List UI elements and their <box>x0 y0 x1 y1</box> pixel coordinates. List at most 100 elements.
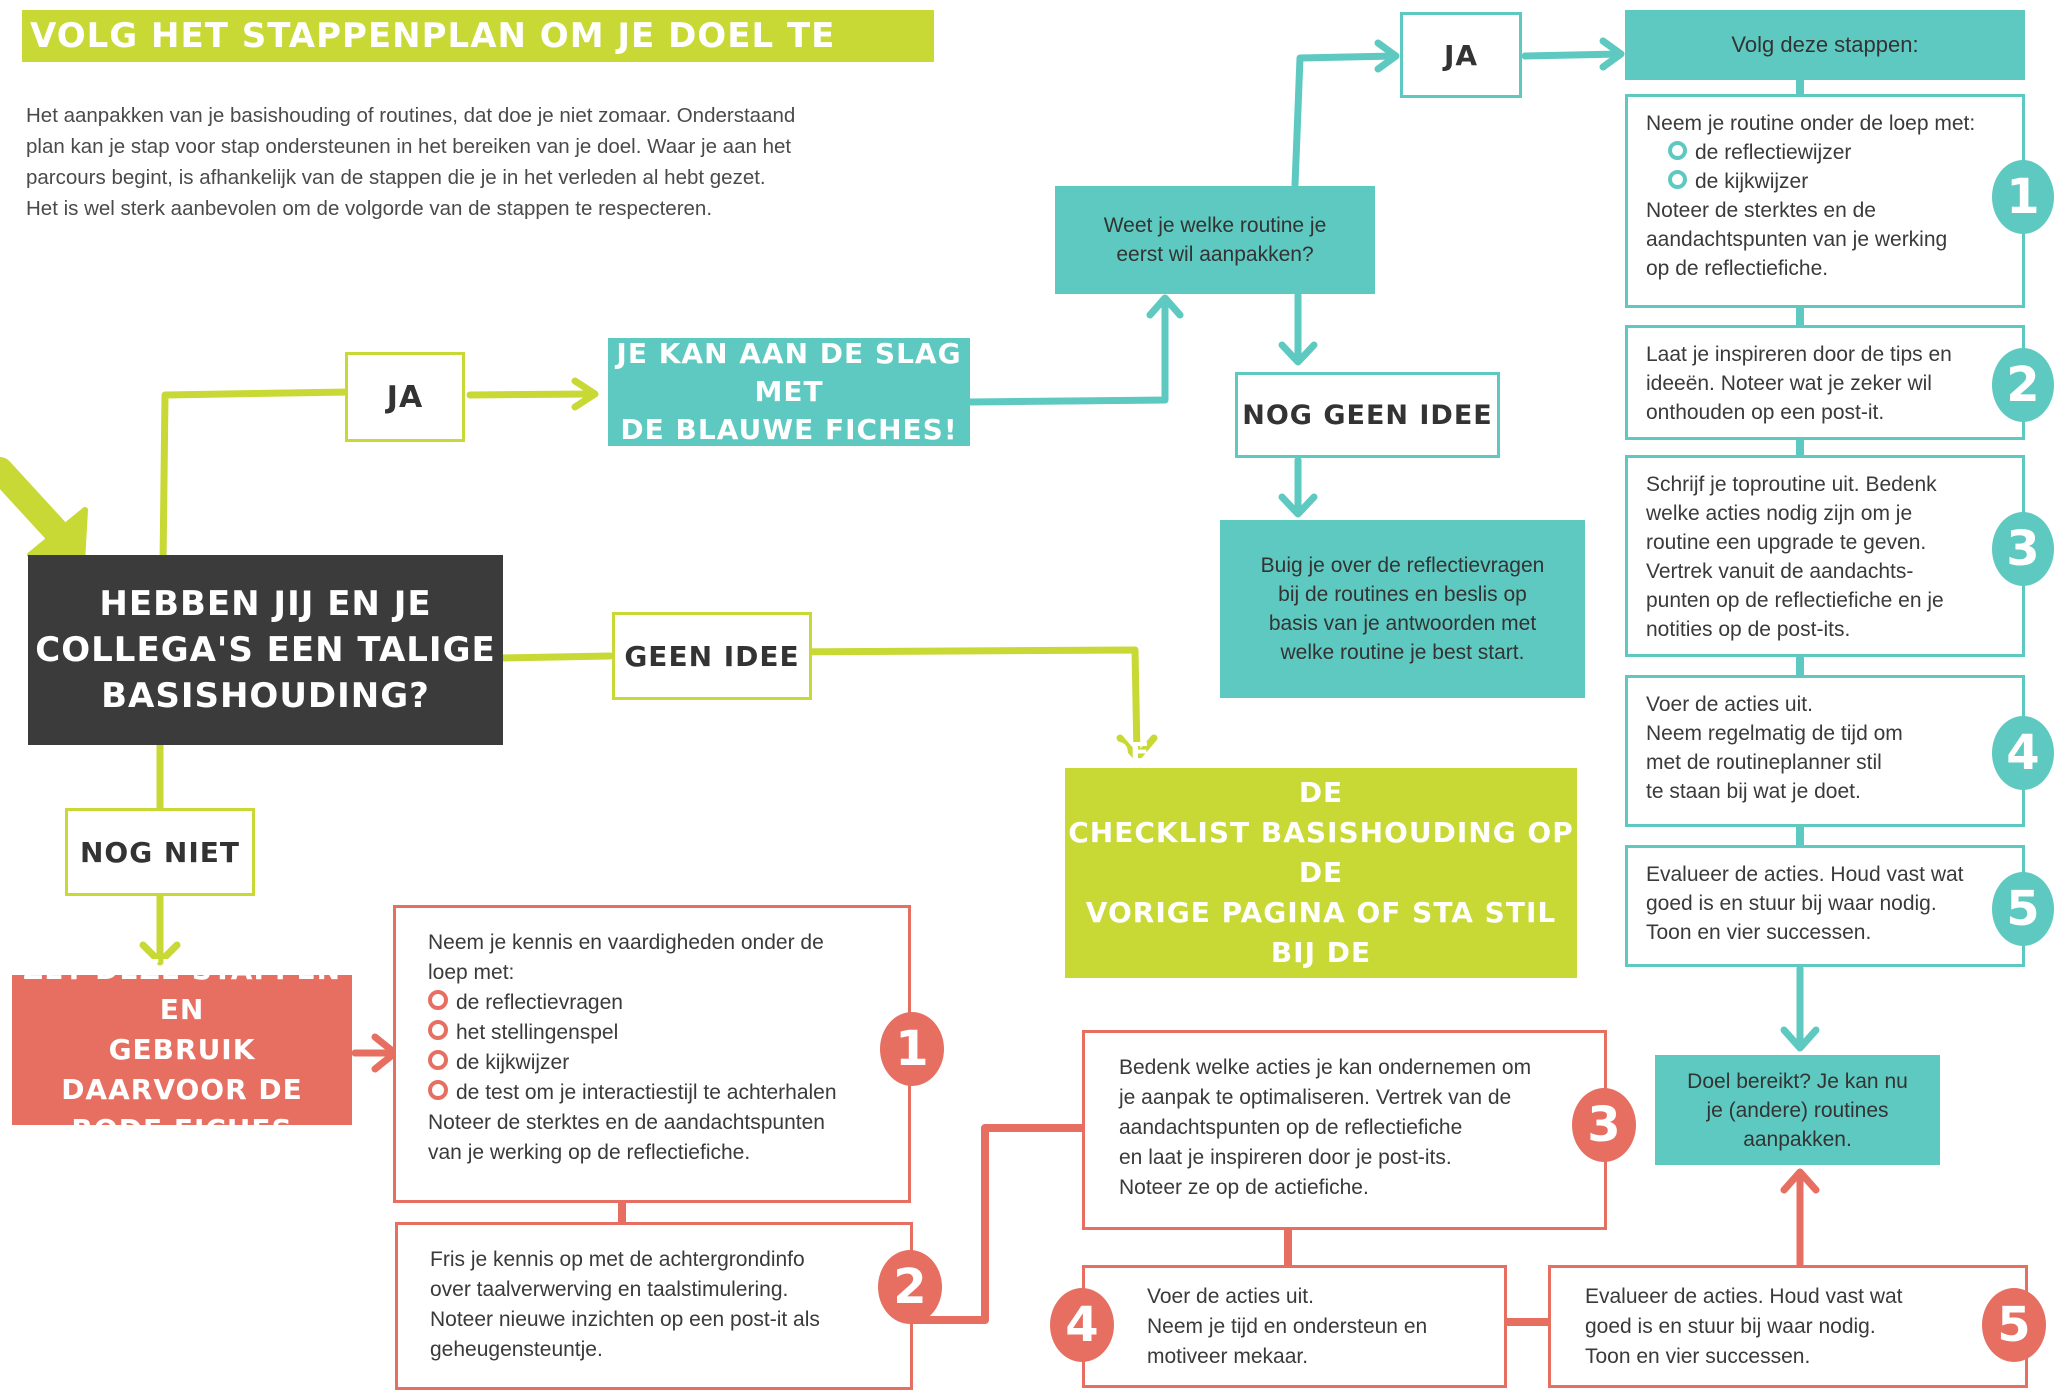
bullet-text: de kijkwijzer <box>1695 170 1809 193</box>
red-step-5: Evalueer de acties. Houd vast wat goed i… <box>1548 1265 2028 1388</box>
bullet-icon <box>428 1050 448 1070</box>
teal-step-2-line: onthouden op een post-it. <box>1646 401 1885 424</box>
red-step-1-intro: Neem je kennis en vaardigheden onder de <box>428 931 824 954</box>
teal-step-number-2: 2 <box>1992 348 2054 422</box>
teal-step-5-line: Evalueer de acties. Houd vast wat <box>1646 863 1964 886</box>
red-step-5-line: goed is en stuur bij waar nodig. <box>1585 1315 1876 1338</box>
red-step-3-line: je aanpak te optimaliseren. Vertrek van … <box>1119 1086 1512 1109</box>
step-number-2: 2 <box>878 1250 942 1324</box>
step-number-3: 3 <box>1572 1088 1636 1162</box>
red-step-3-line: Noteer ze op de actiefiche. <box>1119 1176 1369 1199</box>
red-step-2-line: Noteer nieuwe inzichten op een post-it a… <box>430 1308 820 1331</box>
check-line: DOE EEN SNELLE CHECK MET DE <box>1081 736 1561 809</box>
teal-step-5: Evalueer de acties. Houd vast wat goed i… <box>1625 845 2025 967</box>
answer-nog-niet: NOG NIET <box>65 808 255 896</box>
teal-step-2-line: ideeën. Noteer wat je zeker wil <box>1646 372 1932 395</box>
teal-step-2-line: Laat je inspireren door de tips en <box>1646 343 1952 366</box>
bullet-icon <box>428 1080 448 1100</box>
red-step-2: Fris je kennis op met de achtergrondinfo… <box>395 1222 913 1390</box>
intro-line: parcours begint, is afhankelijk van de s… <box>26 166 766 189</box>
red-step-1-outro: Noteer de sterktes en de aandachtspunten <box>428 1111 825 1134</box>
buig-line: basis van je antwoorden met <box>1268 612 1537 635</box>
red-step-2-line: over taalverwerving en taalstimulering. <box>430 1278 789 1301</box>
goal-line: aanpakken. <box>1743 1127 1852 1151</box>
teal-step-5-line: Toon en vier successen. <box>1646 921 1872 944</box>
bullet-icon <box>428 1020 448 1040</box>
bullet-item: de kijkwijzer <box>428 1048 882 1078</box>
start-question: HEBBEN JIJ EN JE COLLEGA'S EEN TALIGE BA… <box>28 555 503 745</box>
buig-line: bij de routines en beslis op <box>1278 583 1527 606</box>
intro-line: Het is wel sterk aanbevolen om de volgor… <box>26 197 713 220</box>
intro-line: Het aanpakken van je basishouding of rou… <box>26 104 796 127</box>
teal-step-number-5: 5 <box>1992 872 2054 946</box>
bullet-item: het stellingenspel <box>428 1018 882 1048</box>
red-step-1-intro2: loep met: <box>428 961 515 984</box>
answer-nog-geen-idee: NOG GEEN IDEE <box>1235 372 1500 458</box>
rode-fiches-box: ZET DEZE STAPPEN EN GEBRUIK DAARVOOR DE … <box>12 953 352 1146</box>
red-step-5-line: Toon en vier successen. <box>1585 1345 1811 1368</box>
check-line: VORIGE PAGINA OF STA STIL BIJ DE <box>1085 896 1557 969</box>
answer-ja-2: JA <box>1400 12 1522 98</box>
teal-step-4-line: Neem regelmatig de tijd om <box>1646 722 1903 745</box>
goal-line: Doel bereikt? Je kan nu <box>1687 1069 1908 1093</box>
buig-line: welke routine je best start. <box>1280 641 1525 664</box>
weet-line: eerst wil aanpakken? <box>1116 243 1314 266</box>
step-number-5: 5 <box>1982 1288 2046 1362</box>
rode-line: GEBRUIK DAARVOOR DE <box>61 1033 303 1106</box>
red-step-4: Voer de acties uit. Neem je tijd en onde… <box>1082 1265 1507 1388</box>
bullet-item: de reflectiewijzer <box>1646 138 2004 167</box>
step-number-4: 4 <box>1050 1288 1114 1362</box>
teal-step-4-line: Voer de acties uit. <box>1646 693 1813 716</box>
red-step-4-line: Neem je tijd en ondersteun en <box>1147 1315 1428 1338</box>
bullet-text: de kijkwijzer <box>456 1051 570 1074</box>
bullet-text: het stellingenspel <box>456 1021 619 1044</box>
bullet-text: de reflectievragen <box>456 991 623 1014</box>
teal-step-3-line: Schrijf je toproutine uit. Bedenk <box>1646 473 1937 496</box>
teal-step-2: Laat je inspireren door de tips en ideeë… <box>1625 325 2025 440</box>
check-box: DOE EEN SNELLE CHECK MET DE CHECKLIST BA… <box>1065 736 1577 1009</box>
bullet-item: de kijkwijzer <box>1646 167 2004 196</box>
blue-fiches-box: JE KAN AAN DE SLAG MET DE BLAUWE FICHES! <box>608 337 970 446</box>
bullet-item: de test om je interactiestijl te achterh… <box>428 1078 882 1108</box>
step-number-1: 1 <box>880 1012 944 1086</box>
intro-text: Het aanpakken van je basishouding of rou… <box>26 100 906 224</box>
red-step-1: Neem je kennis en vaardigheden onder de … <box>393 905 911 1203</box>
bullet-icon <box>1668 170 1687 189</box>
teal-step-5-line: goed is en stuur bij waar nodig. <box>1646 892 1937 915</box>
page-title: VOLG HET STAPPENPLAN OM JE DOEL TE BEREI… <box>30 16 836 104</box>
weet-line: Weet je welke routine je <box>1103 214 1327 237</box>
rode-line: ZET DEZE STAPPEN EN <box>22 953 342 1026</box>
bullet-icon <box>1668 141 1687 160</box>
teal-step-1-line: Noteer de sterktes en de <box>1646 199 1876 222</box>
teal-step-3-line: notities op de post-its. <box>1646 618 1851 641</box>
check-line: CHECKLIST BASISHOUDING OP DE <box>1068 816 1574 889</box>
red-step-4-line: Voer de acties uit. <box>1147 1285 1314 1308</box>
red-step-5-line: Evalueer de acties. Houd vast wat <box>1585 1285 1903 1308</box>
teal-step-3-line: Vertrek vanuit de aandachts- <box>1646 560 1914 583</box>
red-step-3-line: aandachtspunten op de reflectiefiche <box>1119 1116 1463 1139</box>
teal-step-3-line: punten op de reflectiefiche en je <box>1646 589 1944 612</box>
teal-step-4-line: met de routineplanner stil <box>1646 751 1882 774</box>
volg-stappen-header: Volg deze stappen: <box>1625 10 2025 80</box>
intro-line: plan kan je stap voor stap ondersteunen … <box>26 135 792 158</box>
answer-ja: JA <box>345 352 465 442</box>
goal-box: Doel bereikt? Je kan nu je (andere) rout… <box>1655 1055 1940 1165</box>
teal-step-3-line: routine een upgrade te geven. <box>1646 531 1927 554</box>
answer-geen-idee: GEEN IDEE <box>612 612 812 700</box>
title-banner <box>22 10 934 62</box>
blue-fiches-line: JE KAN AAN DE SLAG MET <box>616 337 962 408</box>
teal-step-1: Neem je routine onder de loep met: de re… <box>1625 94 2025 308</box>
teal-step-4: Voer de acties uit. Neem regelmatig de t… <box>1625 675 2025 827</box>
teal-step-3-line: welke acties nodig zijn om je <box>1646 502 1913 525</box>
red-step-3: Bedenk welke acties je kan ondernemen om… <box>1082 1030 1607 1230</box>
bullet-text: de test om je interactiestijl te achterh… <box>456 1081 837 1104</box>
teal-step-1-line: op de reflectiefiche. <box>1646 257 1829 280</box>
bullet-item: de reflectievragen <box>428 988 882 1018</box>
teal-step-1-line: aandachtspunten van je werking <box>1646 228 1948 251</box>
bullet-icon <box>428 990 448 1010</box>
teal-step-number-1: 1 <box>1992 160 2054 234</box>
teal-step-number-4: 4 <box>1992 716 2054 790</box>
start-line: HEBBEN JIJ EN JE <box>99 584 432 624</box>
goal-line: je (andere) routines <box>1706 1098 1889 1122</box>
